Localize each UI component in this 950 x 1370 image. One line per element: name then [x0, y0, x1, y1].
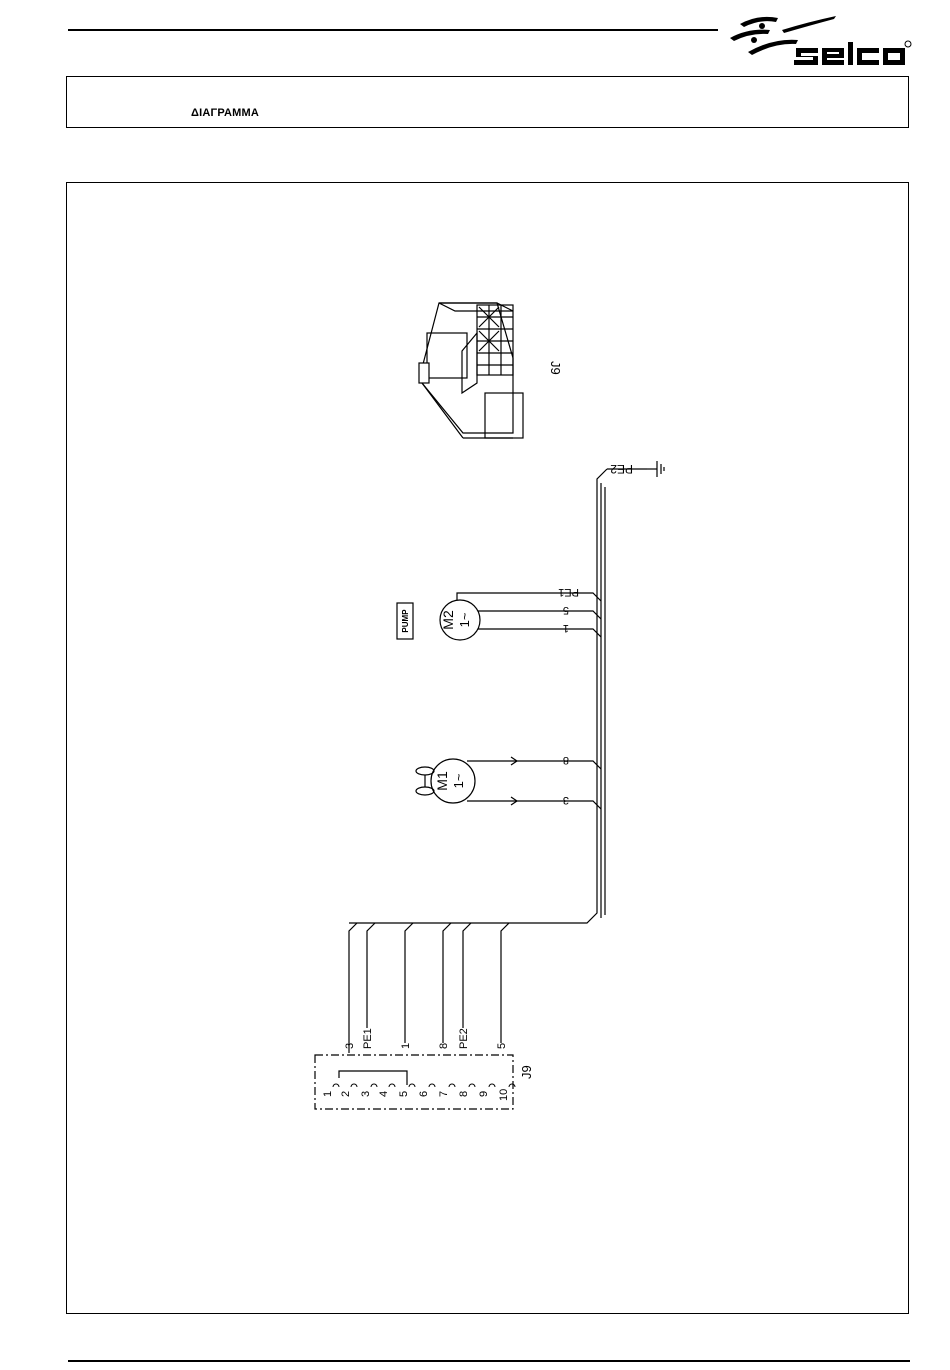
- harness-wire-pe1: PE1: [362, 1028, 374, 1049]
- pump-wire-1: PE1: [558, 586, 579, 598]
- pin-3: 3: [360, 1091, 372, 1097]
- fan-motor-label: M1: [434, 771, 450, 791]
- ground-label: PE2: [610, 462, 633, 476]
- pump-motor-label: M2: [440, 610, 456, 630]
- pin-10: 10: [498, 1089, 510, 1101]
- fan-wire-2: 3: [563, 794, 569, 806]
- pin-1: 1: [322, 1091, 334, 1097]
- fan-phase-label: 1~: [451, 773, 466, 788]
- header-box: ΔΙΑΓΡΑΜΜΑ: [66, 76, 909, 128]
- connector-bottom-label: J9: [519, 1065, 534, 1079]
- pin-5: 5: [398, 1091, 410, 1097]
- pin-8: 8: [458, 1091, 470, 1097]
- page-title: ΔΙΑΓΡΑΜΜΑ: [191, 107, 259, 119]
- pump-device-label: PUMP: [401, 609, 410, 633]
- pin-6: 6: [418, 1091, 430, 1097]
- wiring-diagram: J9 PE2 M2 1~ PUMP PE1 5: [67, 183, 910, 1315]
- top-rule: [68, 29, 718, 31]
- pin-7: 7: [438, 1091, 450, 1097]
- connector-j9-block: [315, 1055, 513, 1109]
- selco-wordmark: [794, 41, 911, 65]
- connector-j9-illustration: [419, 303, 523, 438]
- fan-wire-1: 8: [563, 754, 569, 766]
- pump-phase-label: 1~: [457, 612, 472, 627]
- pin-4: 4: [378, 1091, 390, 1097]
- pump-wire-2: 5: [563, 604, 569, 616]
- pump-wire-3: 1: [563, 622, 569, 634]
- harness-wire-3: 3: [344, 1043, 356, 1049]
- selco-logo: [718, 8, 913, 66]
- harness-wire-5: 5: [496, 1043, 508, 1049]
- harness-wire-1: 1: [400, 1043, 412, 1049]
- pin-2: 2: [340, 1091, 352, 1097]
- connector-top-label: J9: [548, 361, 563, 375]
- harness-wire-pe2: PE2: [458, 1028, 470, 1049]
- pin-9: 9: [478, 1091, 490, 1097]
- bottom-rule: [68, 1360, 910, 1362]
- diagram-panel: J9 PE2 M2 1~ PUMP PE1 5: [66, 182, 909, 1314]
- harness-wire-8: 8: [438, 1043, 450, 1049]
- connector-pins: 1 2 3 4 5 6 7 8 9 10: [322, 1089, 510, 1101]
